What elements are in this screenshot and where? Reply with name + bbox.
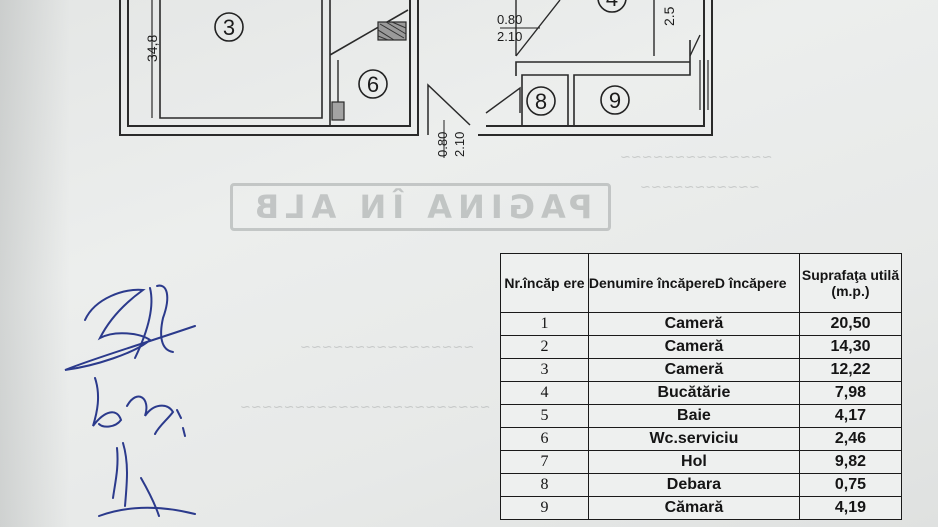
room-number-cell: 5 bbox=[500, 404, 589, 428]
room-circle-3 bbox=[214, 12, 244, 42]
rooms-table: Nr.încăp ere Denumire încăpereD încăpere… bbox=[500, 253, 903, 520]
dim-left-height: 34,8 bbox=[144, 35, 160, 62]
wall-room9 bbox=[573, 40, 691, 126]
room-name-cell: Cameră bbox=[587, 358, 800, 382]
handwritten-signatures bbox=[64, 284, 196, 517]
room-number-4: 4 bbox=[606, 0, 618, 11]
header-room-number: Nr.încăp ere bbox=[500, 253, 589, 313]
room-number-cell: 1 bbox=[500, 312, 589, 336]
bleed-through-text: ~~~~~~~~~~~~~~~~~~~~~~~ bbox=[240, 400, 491, 415]
wall-inner-left bbox=[127, 0, 411, 127]
bleed-through-text: ~~~~~~~~~~~ bbox=[640, 180, 760, 195]
dim-door-top-height: 2.10 bbox=[497, 29, 522, 44]
bleed-through-text: ~~~~~~~~~~~~~~~~ bbox=[300, 340, 475, 355]
header-useful-area: Suprafaţa utilă (m.p.) bbox=[798, 253, 903, 313]
floor-plan: 3 4 6 8 9 34,8 0.80 2.10 0.80 2.10 2.5 bbox=[119, 0, 713, 158]
dim-right: 2.5 bbox=[661, 6, 677, 26]
room-name-cell: Debara bbox=[587, 473, 800, 497]
room-circle-4 bbox=[597, 0, 627, 13]
room-area-cell: 14,30 bbox=[798, 335, 903, 359]
room-number-cell: 8 bbox=[500, 473, 589, 497]
wall-room3-inner bbox=[159, 0, 323, 119]
dim-door-bottom-height: 2.10 bbox=[452, 132, 467, 157]
room-number-cell: 3 bbox=[500, 358, 589, 382]
dim-door-top-width: 0.80 bbox=[497, 12, 522, 27]
room-area-cell: 4,17 bbox=[798, 404, 903, 428]
room-number-9: 9 bbox=[609, 88, 621, 113]
room-number-3: 3 bbox=[223, 15, 235, 40]
hatched-block-bottom bbox=[331, 101, 345, 121]
room-name-cell: Cameră bbox=[587, 335, 800, 359]
wall-room6 bbox=[329, 0, 409, 126]
room-circle-9 bbox=[600, 85, 630, 115]
room-circle-6 bbox=[358, 69, 388, 99]
wall-room8 bbox=[521, 74, 569, 126]
wall-inner-right bbox=[486, 0, 705, 127]
room-number-8: 8 bbox=[535, 89, 547, 114]
room-name-cell: Baie bbox=[587, 404, 800, 428]
room-number-cell: 2 bbox=[500, 335, 589, 359]
room-number-cell: 4 bbox=[500, 381, 589, 405]
door-swing-bottom bbox=[427, 83, 471, 135]
room-number-cell: 6 bbox=[500, 427, 589, 451]
room-name-cell: Cameră bbox=[587, 312, 800, 336]
room-name-cell: Wc.serviciu bbox=[587, 427, 800, 451]
room-number-cell: 9 bbox=[500, 496, 589, 520]
wall-outer-right bbox=[478, 0, 713, 136]
bleed-through-text: ~~~~~~~~~~~~~~ bbox=[620, 150, 773, 165]
room-area-cell: 4,19 bbox=[798, 496, 903, 520]
room-area-cell: 2,46 bbox=[798, 427, 903, 451]
room-name-cell: Cămară bbox=[587, 496, 800, 520]
room-area-cell: 20,50 bbox=[798, 312, 903, 336]
room-area-cell: 9,82 bbox=[798, 450, 903, 474]
bleed-through-stamp: PAGINA ÎN ALB bbox=[230, 183, 611, 231]
room-name-cell: Hol bbox=[587, 450, 800, 474]
room-name-cell: Bucătărie bbox=[587, 381, 800, 405]
door-swing-room8 bbox=[485, 86, 521, 114]
room-area-cell: 0,75 bbox=[798, 473, 903, 497]
dim-door-bottom-width: 0.80 bbox=[435, 132, 450, 157]
room-number-cell: 7 bbox=[500, 450, 589, 474]
room-circle-8 bbox=[526, 86, 556, 116]
table-header-row: Nr.încăp ere Denumire încăpereD încăpere… bbox=[500, 253, 903, 313]
scan-edge-shadow bbox=[0, 0, 70, 527]
room-area-cell: 12,22 bbox=[798, 358, 903, 382]
wall-outer-left bbox=[119, 0, 419, 136]
room-area-cell: 7,98 bbox=[798, 381, 903, 405]
room-number-6: 6 bbox=[367, 72, 379, 97]
header-room-name: Denumire încăpereD încăpere bbox=[587, 253, 800, 313]
